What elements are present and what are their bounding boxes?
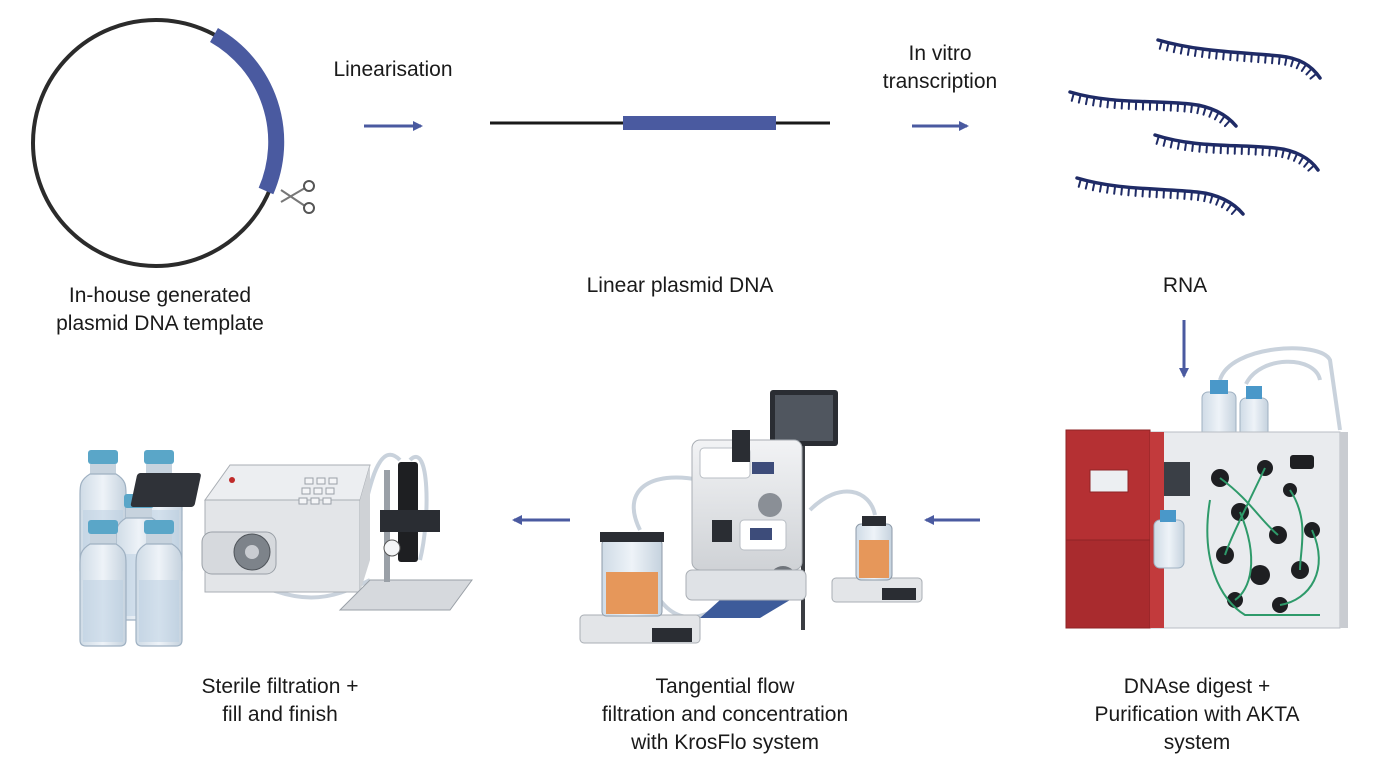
label-fill-line1: Sterile filtration + [201, 675, 359, 698]
label-akta: DNAse digest + Purification with AKTA sy… [1062, 673, 1332, 757]
tff-system-icon [579, 390, 923, 644]
label-linearisation: Linearisation [333, 58, 453, 81]
scissors-icon [280, 180, 315, 214]
label-sterile-filtration: Sterile filtration + fill and finish [170, 673, 390, 729]
label-tff: Tangential flow filtration and concentra… [580, 673, 870, 757]
label-plasmid-line1: In-house generated [68, 284, 252, 307]
label-plasmid-line2: plasmid DNA template [56, 312, 264, 335]
label-rna: RNA [1162, 274, 1208, 297]
label-akta-line2: Purification with AKTA [1094, 703, 1300, 726]
akta-chromatography-icon [1065, 346, 1348, 629]
label-ivt-line2: transcription [882, 70, 998, 93]
label-in-vitro-transcription: In vitro transcription [860, 40, 1020, 96]
peristaltic-pump-icon [130, 452, 473, 611]
label-akta-line3: system [1163, 731, 1231, 754]
rna-strands [1068, 38, 1322, 216]
label-linear-plasmid-dna: Linear plasmid DNA [586, 274, 774, 297]
label-tff-line3: with KrosFlo system [631, 731, 819, 754]
label-tff-line1: Tangential flow [655, 675, 795, 698]
linear-dna [490, 116, 830, 130]
label-tff-line2: filtration and concentration [601, 703, 849, 726]
label-plasmid-template: In-house generated plasmid DNA template [40, 282, 280, 338]
label-akta-line1: DNAse digest + [1123, 675, 1271, 698]
plasmid-circle [31, 18, 285, 268]
label-fill-line2: fill and finish [222, 703, 338, 726]
label-ivt-line1: In vitro [908, 42, 972, 65]
